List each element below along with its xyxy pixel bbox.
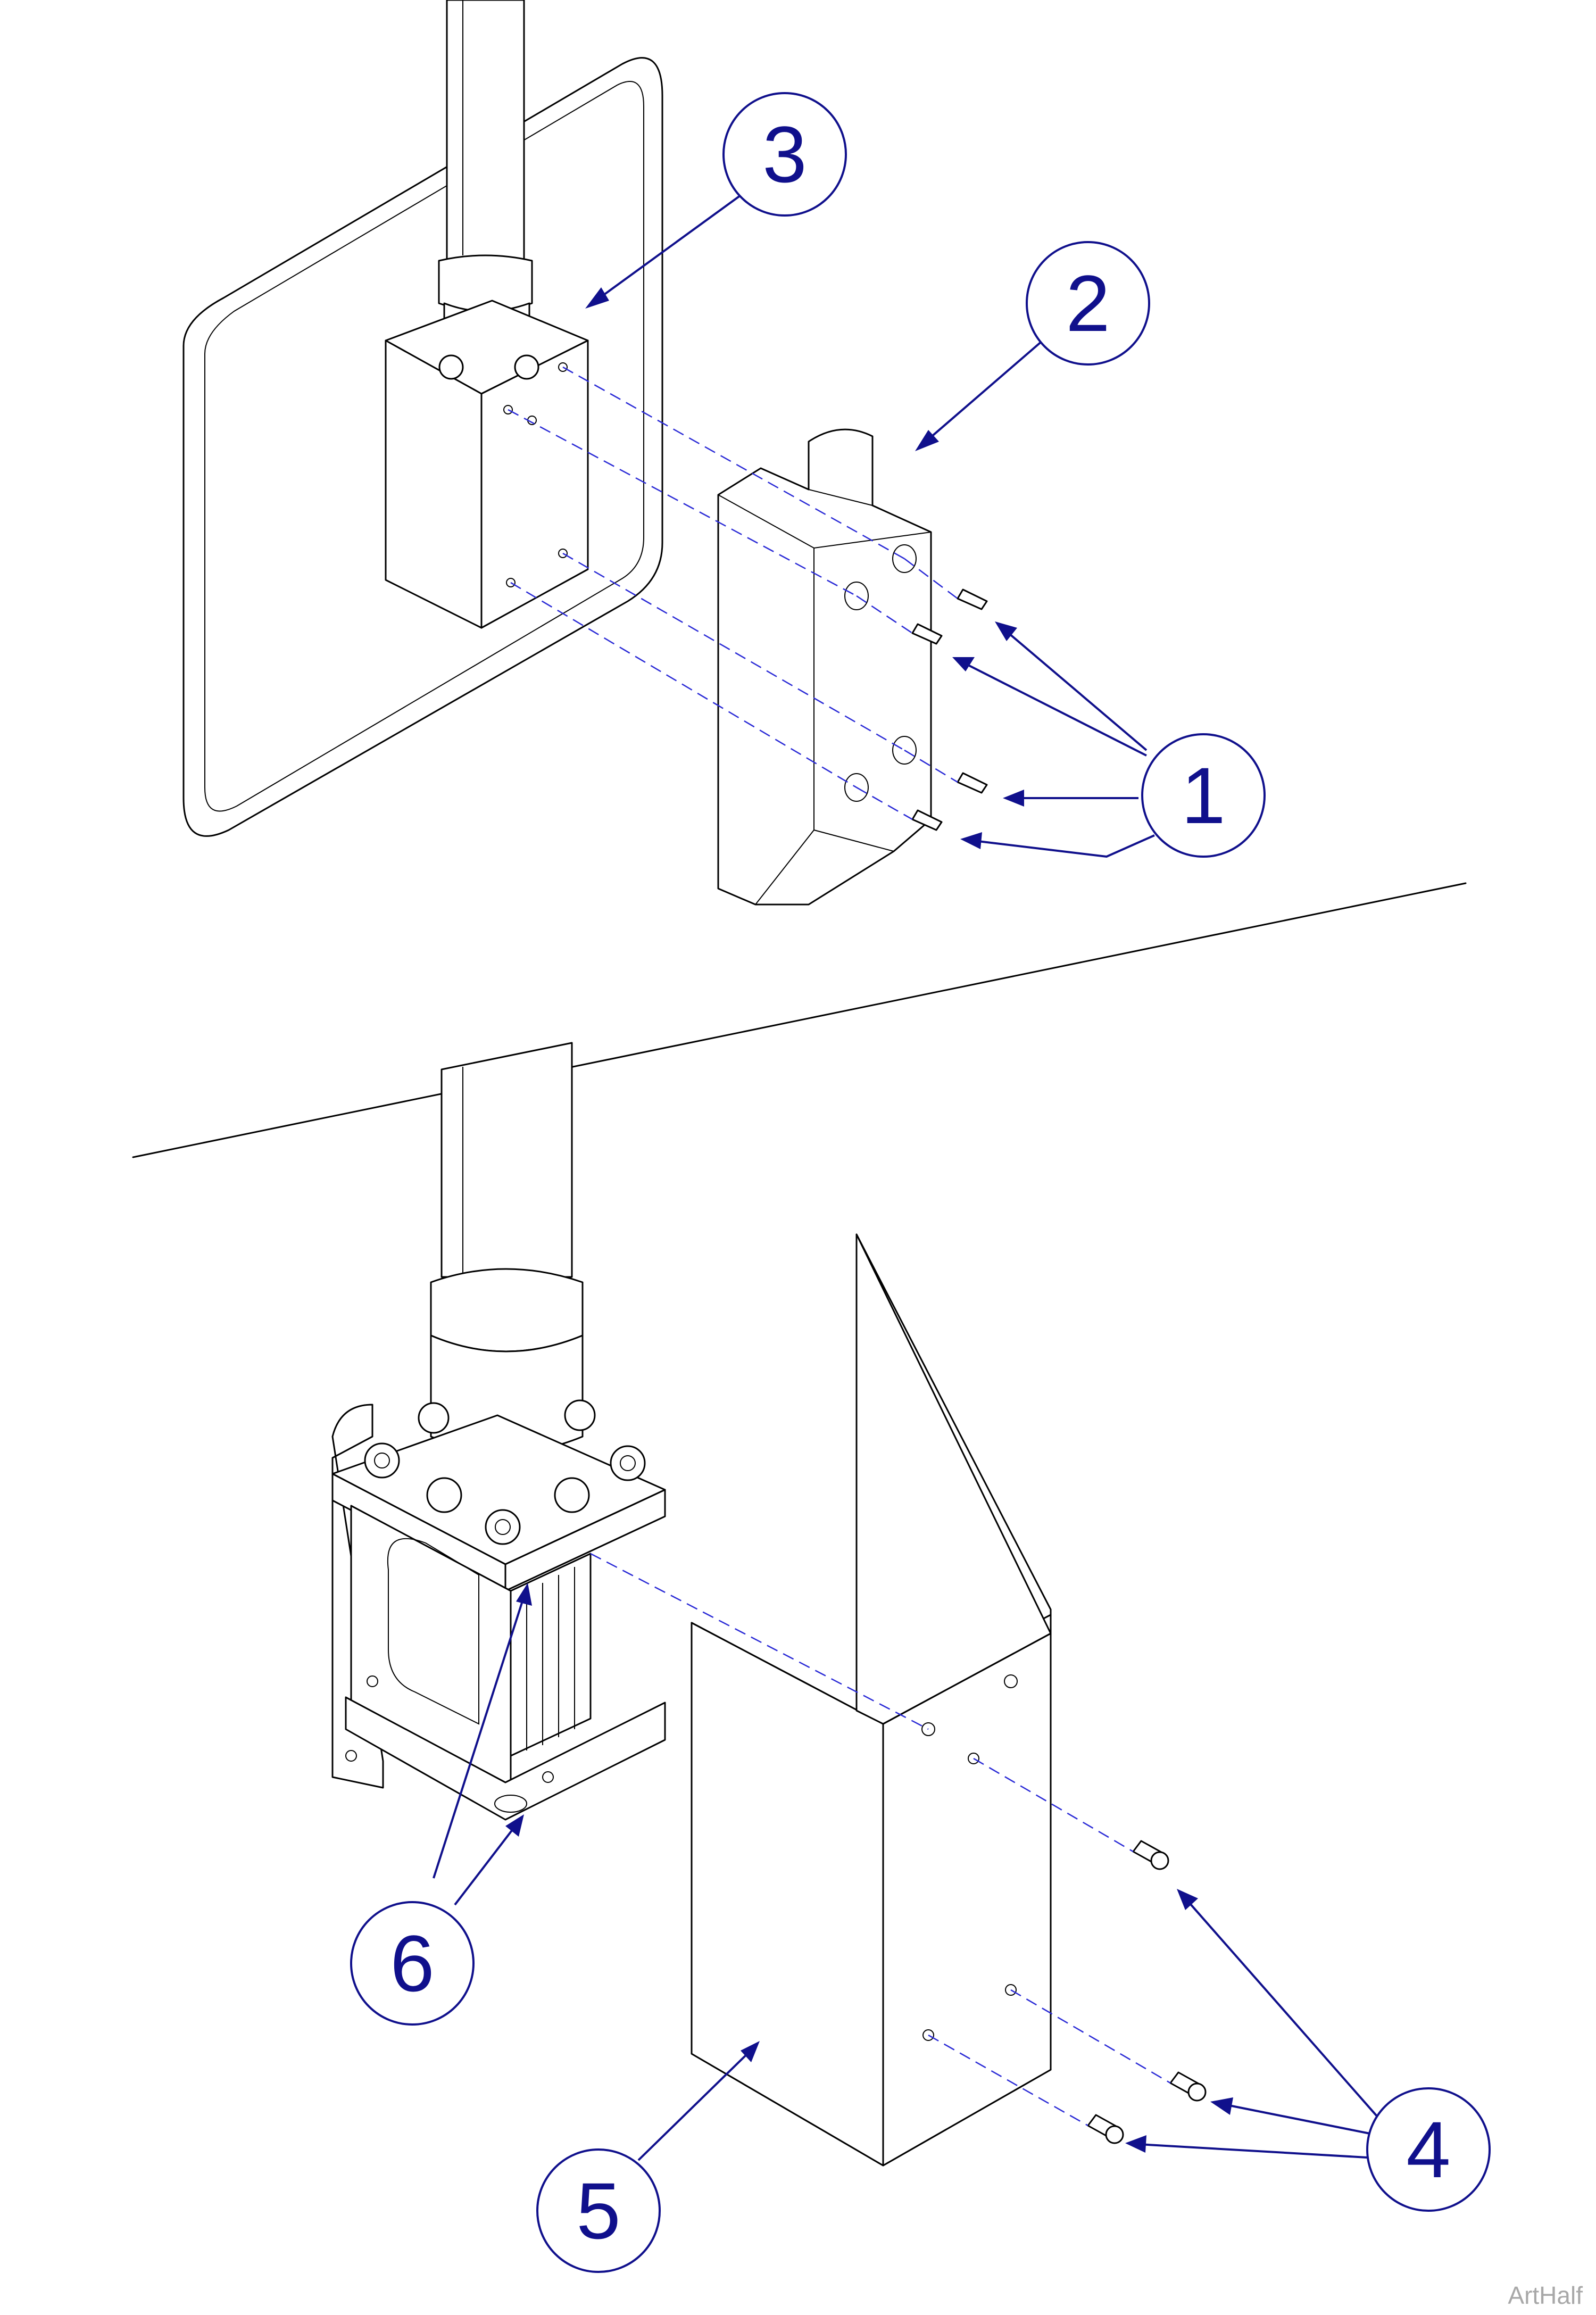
callout-3-label: 3 <box>762 110 807 199</box>
bottom-alignment-lines <box>590 1553 1171 2127</box>
callout-6: 6 <box>350 1901 475 2026</box>
callout-2-label: 2 <box>1066 259 1110 348</box>
top-view <box>182 0 988 906</box>
screws-part-1 <box>911 588 988 831</box>
callout-4-label: 4 <box>1406 2105 1450 2194</box>
section-divider <box>132 882 1467 1158</box>
upper-housing <box>385 300 589 629</box>
callout-1-label: 1 <box>1181 751 1225 840</box>
callout-4: 4 <box>1366 2087 1491 2212</box>
lower-collar <box>430 1268 584 1454</box>
screws-part-4 <box>1087 1840 1207 2144</box>
callout-2: 2 <box>1026 241 1150 366</box>
lower-post <box>440 1042 573 1278</box>
callout-5: 5 <box>536 2148 661 2273</box>
watermark-label: ArtHalf <box>1508 2281 1583 2309</box>
top-alignment-lines <box>508 366 958 820</box>
upper-post <box>446 0 525 262</box>
callout-5-label: 5 <box>576 2166 620 2255</box>
callout-3: 3 <box>722 92 847 217</box>
callout-6-label: 6 <box>390 1919 434 2008</box>
leader-lines <box>433 193 1382 2161</box>
callout-1: 1 <box>1141 733 1266 858</box>
cover-part-2 <box>717 428 932 906</box>
top-plate-bolts <box>364 1399 646 1545</box>
bottom-view <box>331 1042 1207 2167</box>
